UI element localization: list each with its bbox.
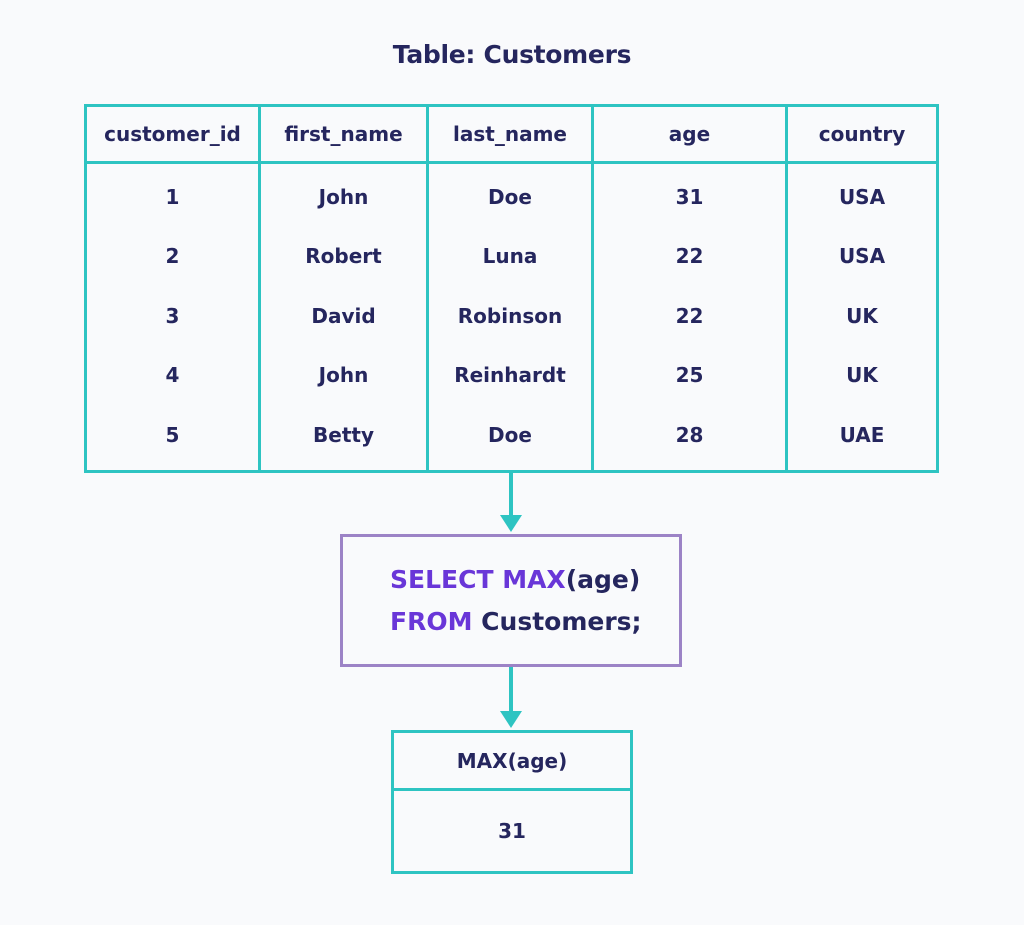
result-header: MAX(age) [394, 733, 630, 791]
table-cell: Reinhardt [454, 363, 566, 387]
table-cell: 22 [675, 244, 704, 268]
sql-text: (age) [565, 564, 641, 594]
table-cell: UAE [839, 423, 885, 447]
table-cell: David [311, 304, 376, 328]
column-country: country USA USA UK UK UAE [788, 107, 936, 470]
table-cell: Doe [488, 185, 532, 209]
table-cell: 28 [675, 423, 704, 447]
table-cell: 5 [165, 423, 180, 447]
column-last-name: last_name Doe Luna Robinson Reinhardt Do… [429, 107, 594, 470]
sql-text: Customers; [472, 606, 642, 636]
column-first-name: first_name John Robert David John Betty [261, 107, 429, 470]
column-header: last_name [429, 107, 591, 164]
arrow-down-icon [500, 711, 522, 728]
table-cell: John [318, 185, 369, 209]
table-cell: Robert [305, 244, 382, 268]
sql-query-box: SELECT MAX(age) FROM Customers; [340, 534, 682, 667]
arrow-connector [509, 667, 513, 713]
customers-table: customer_id 1 2 3 4 5 first_name John Ro… [84, 104, 939, 473]
table-cell: UK [846, 304, 878, 328]
sql-keyword: SELECT MAX [390, 564, 566, 594]
sql-keyword: FROM [390, 606, 473, 636]
column-age: age 31 22 22 25 28 [594, 107, 788, 470]
column-header: country [788, 107, 936, 164]
query-line-1: SELECT MAX(age) [390, 559, 679, 601]
arrow-down-icon [500, 515, 522, 532]
table-cell: UK [846, 363, 878, 387]
table-cell: 22 [675, 304, 704, 328]
table-cell: USA [838, 185, 886, 209]
table-cell: Luna [482, 244, 538, 268]
result-value: 31 [498, 819, 526, 843]
result-table: MAX(age) 31 [391, 730, 633, 874]
column-header: customer_id [87, 107, 258, 164]
column-header: first_name [261, 107, 426, 164]
table-title: Table: Customers [392, 40, 632, 69]
table-cell: 1 [165, 185, 180, 209]
table-cell: USA [838, 244, 886, 268]
table-cell: 4 [165, 363, 180, 387]
table-cell: Doe [488, 423, 532, 447]
column-header: age [594, 107, 785, 164]
table-cell: 3 [165, 304, 180, 328]
table-cell: John [318, 363, 369, 387]
table-cell: Betty [313, 423, 374, 447]
table-cell: 31 [675, 185, 704, 209]
table-cell: Robinson [457, 304, 563, 328]
table-cell: 2 [165, 244, 180, 268]
table-cell: 25 [675, 363, 704, 387]
arrow-connector [509, 473, 513, 517]
column-customer-id: customer_id 1 2 3 4 5 [87, 107, 261, 470]
query-line-2: FROM Customers; [390, 601, 679, 643]
